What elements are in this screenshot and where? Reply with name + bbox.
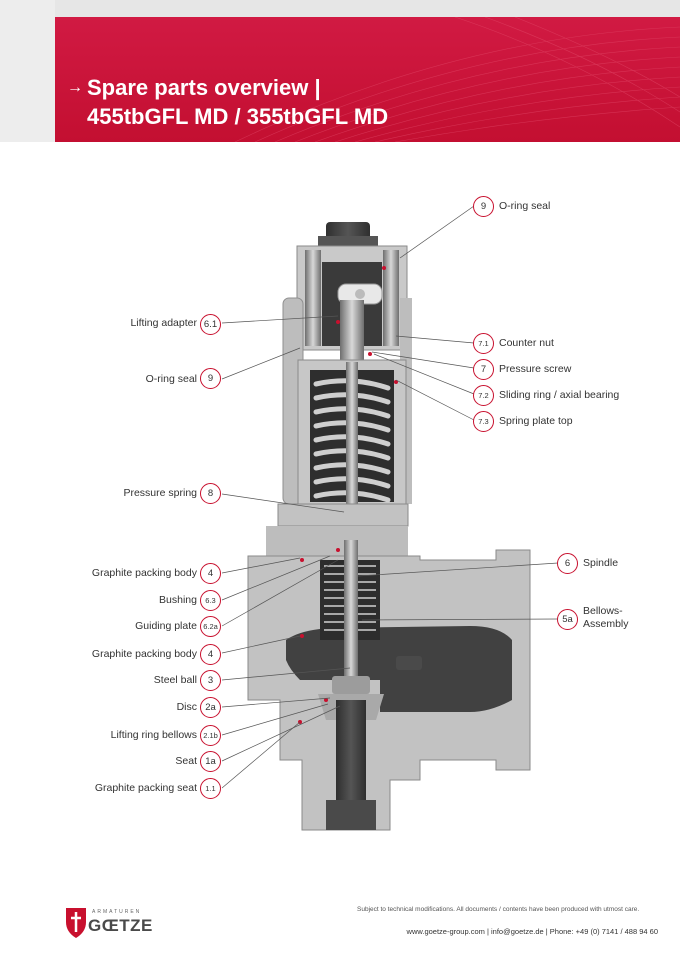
part-label-lifting-ring-bellows: Lifting ring bellows [110,729,197,741]
arrow-right-icon: → [67,79,83,96]
header-red-band [55,17,680,142]
footer-contact-line: www.goetze-group.com | info@goetze.de | … [406,927,658,936]
part-label-o-ring-seal-left: O-ring seal [145,373,197,385]
part-label-graphite-packing-seat: Graphite packing seat [94,782,197,794]
goetze-shield-logo-icon [66,908,86,938]
part-label-spindle: Spindle [583,557,619,569]
part-label-steel-ball: Steel ball [153,674,197,686]
part-badge-5a: 5a [557,609,578,630]
part-label-guiding-plate: Guiding plate [135,620,197,632]
part-label-pressure-spring: Pressure spring [123,487,197,499]
title-line-2: 455tbGFL MD / 355tbGFL MD [87,104,389,129]
part-label-seat: Seat [175,755,197,767]
part-badge-1-1: 1.1 [200,778,221,799]
part-label-bellows-line2: Assembly [583,618,629,630]
part-badge-9-left: 9 [200,368,221,389]
part-badge-9-right: 9 [473,196,494,217]
part-label-lifting-adapter: Lifting adapter [130,317,197,329]
part-badge-4-b: 4 [200,644,221,665]
part-label-counter-nut: Counter nut [499,337,554,349]
part-label-o-ring-seal-right: O-ring seal [499,200,551,212]
header-left-panel [0,0,55,142]
part-label-graphite-packing-body-1: Graphite packing body [91,567,197,579]
header-banner: → Spare parts overview | 455tbGFL MD / 3… [0,0,680,142]
part-badge-6: 6 [557,553,578,574]
header-decor-lines [234,17,680,142]
part-badge-6-1: 6.1 [200,314,221,335]
part-badge-8: 8 [200,483,221,504]
part-badge-7-1: 7.1 [473,333,494,354]
part-label-bellows-line1: Bellows- [583,605,623,617]
footer-disclaimer: Subject to technical modifications. All … [357,906,640,913]
part-badge-6-2a: 6.2a [200,616,221,637]
part-badge-7: 7 [473,359,494,380]
logo-subtitle: ARMATUREN [92,909,142,915]
part-badge-6-3: 6.3 [200,590,221,611]
title-line-1: Spare parts overview | [87,75,321,100]
part-badge-7-2: 7.2 [473,385,494,406]
part-badge-2a: 2a [200,697,221,718]
part-label-spring-plate-top: Spring plate top [499,415,573,427]
part-badge-3: 3 [200,670,221,691]
part-label-graphite-packing-body-2: Graphite packing body [91,648,197,660]
part-label-bushing: Bushing [159,594,197,606]
part-badge-7-3: 7.3 [473,411,494,432]
header-top-strip [55,0,680,17]
part-label-disc: Disc [176,701,197,713]
part-label-pressure-screw: Pressure screw [499,363,572,375]
part-badge-4-a: 4 [200,563,221,584]
logo-wordmark: GŒTZE [88,916,153,935]
part-label-sliding-ring-axial-bearing: Sliding ring / axial bearing [499,389,620,401]
part-badge-1a: 1a [200,751,221,772]
part-badge-2-1b: 2.1b [200,725,221,746]
